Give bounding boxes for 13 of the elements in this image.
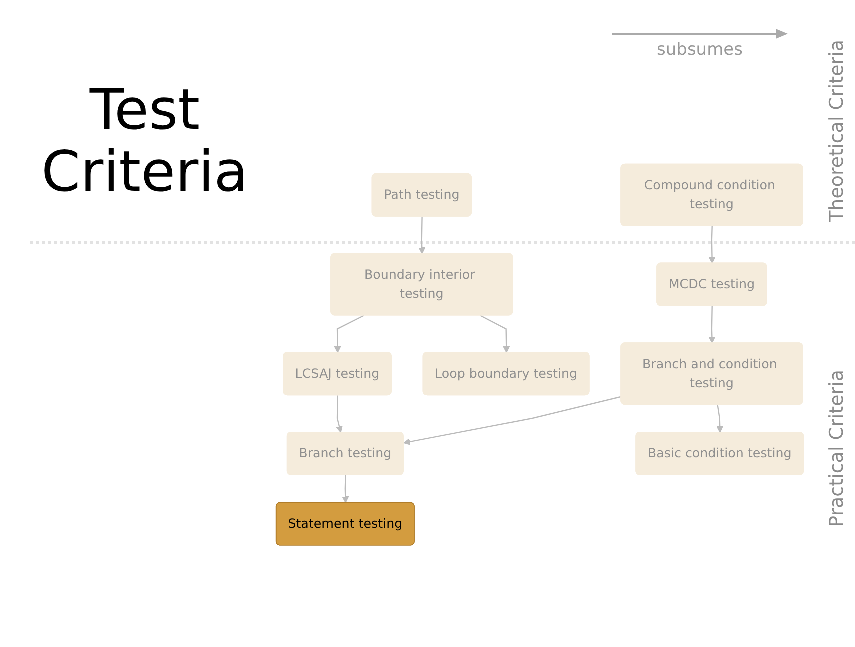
arrow <box>480 315 510 354</box>
arrow <box>418 217 426 255</box>
legend-label: subsumes <box>656 40 744 60</box>
arrow <box>708 226 716 264</box>
arrow <box>708 306 716 344</box>
arrow <box>342 476 350 504</box>
section-label: Theoretical Criteria <box>826 40 848 222</box>
title: Test Criteria <box>40 80 250 204</box>
section-label: Practical Criteria <box>826 370 848 528</box>
arrow <box>334 315 364 354</box>
arrow <box>716 405 724 434</box>
arrow <box>336 396 343 434</box>
arrow <box>404 396 622 446</box>
